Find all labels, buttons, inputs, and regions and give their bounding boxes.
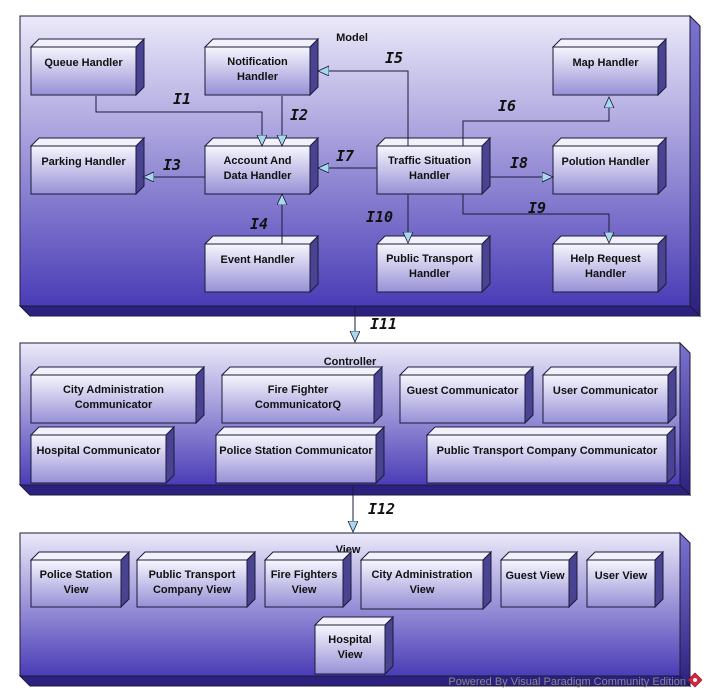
edge-traffic-to-notification	[318, 71, 409, 146]
interface-label-i8: I8	[510, 154, 528, 172]
node-model-event[interactable]: Event Handler	[203, 234, 320, 294]
node-label: Account And	[223, 155, 291, 167]
interface-label-i4: I4	[250, 215, 268, 233]
node-label: Company View	[153, 584, 231, 596]
node-label: User Communicator	[553, 385, 659, 397]
package-title-model: Model	[336, 32, 368, 44]
node-label: Queue Handler	[44, 57, 123, 69]
node-controller-guest[interactable]: Guest Communicator	[398, 365, 535, 425]
visual-paradigm-logo-icon	[687, 672, 703, 688]
edge-traffic-to-help	[462, 194, 609, 243]
node-controller-ptc[interactable]: Public Transport Company Communicator	[425, 425, 677, 485]
node-model-queue[interactable]: Queue Handler	[29, 37, 146, 97]
package-title-controller: Controller	[324, 356, 377, 368]
node-label: Guest Communicator	[407, 385, 520, 397]
node-controller-user[interactable]: User Communicator	[541, 365, 678, 425]
node-label: Fire Fighters	[271, 569, 338, 581]
interface-label-i3: I3	[163, 156, 181, 174]
edge-queue-to-account	[95, 96, 262, 146]
node-label: City Administration	[63, 384, 164, 396]
node-view-user[interactable]: User View	[585, 550, 665, 609]
node-label: Handler	[585, 268, 627, 280]
node-label: Hospital	[328, 634, 371, 646]
node-label: Handler	[409, 268, 451, 280]
node-label: User View	[595, 570, 648, 582]
node-label: Public Transport Company Communicator	[437, 445, 658, 457]
node-model-parking[interactable]: Parking Handler	[29, 136, 146, 196]
node-model-map[interactable]: Map Handler	[551, 37, 668, 97]
node-label: Traffic Situation	[388, 155, 471, 167]
node-label: Event Handler	[221, 254, 296, 266]
node-label: Communicator	[75, 399, 153, 411]
node-label: View	[64, 584, 89, 596]
node-label: View	[338, 649, 363, 661]
node-label: Polution Handler	[562, 156, 651, 168]
node-label: Police Station	[40, 569, 113, 581]
powered-by-footer: Powered By Visual Paradigm Community Edi…	[448, 676, 686, 688]
interface-label-i6: I6	[498, 97, 516, 115]
node-label: Help Request	[570, 253, 641, 265]
node-label: Police Station Communicator	[219, 445, 373, 457]
node-label: View	[410, 584, 435, 596]
node-label: View	[292, 584, 317, 596]
node-label: Handler	[237, 71, 279, 83]
node-label: Public Transport	[386, 253, 473, 265]
node-label: Parking Handler	[41, 156, 126, 168]
edge-traffic-to-map	[462, 97, 609, 146]
node-label: Data Handler	[224, 170, 293, 182]
interface-label-i7: I7	[336, 147, 354, 165]
node-model-polution[interactable]: Polution Handler	[551, 136, 668, 196]
node-label: Handler	[409, 170, 451, 182]
node-label: Public Transport	[149, 569, 236, 581]
node-label: Map Handler	[572, 57, 639, 69]
interface-label-i10: I10	[366, 208, 393, 226]
interface-label-i9: I9	[528, 199, 546, 217]
interface-label-i12: I12	[368, 500, 395, 518]
node-label: Fire Fighter	[268, 384, 329, 396]
node-label: Hospital Communicator	[36, 445, 161, 457]
node-label: City Administration	[371, 569, 472, 581]
connectors	[95, 71, 609, 532]
node-controller-police[interactable]: Police Station Communicator	[214, 425, 386, 485]
interface-label-i5: I5	[385, 49, 403, 67]
interface-label-i11: I11	[370, 315, 397, 333]
node-controller-hospital[interactable]: Hospital Communicator	[29, 425, 176, 485]
interface-label-i2: I2	[290, 106, 308, 124]
node-view-guest[interactable]: Guest View	[499, 550, 579, 609]
interface-label-i1: I1	[173, 90, 191, 108]
node-label: CommunicatorQ	[255, 399, 342, 411]
node-label: Notification	[227, 56, 288, 68]
node-label: Guest View	[505, 570, 565, 582]
